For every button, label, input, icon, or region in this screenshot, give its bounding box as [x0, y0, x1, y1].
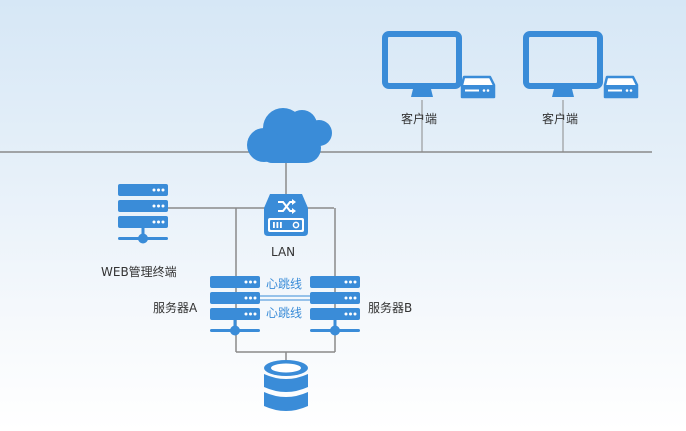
web-terminal-label: WEB管理终端 — [101, 265, 177, 279]
server-icon — [118, 184, 168, 244]
client-label: 客户端 — [542, 112, 579, 126]
server-icon — [210, 276, 260, 336]
monitor-icon — [385, 34, 459, 97]
heartbeat-label: 心跳线 — [266, 306, 303, 320]
server-a-label: 服务器A — [153, 301, 198, 315]
heartbeat-line — [260, 295, 312, 301]
client-label: 客户端 — [401, 112, 438, 126]
heartbeat-label: 心跳线 — [266, 277, 303, 291]
device-icon — [460, 75, 496, 99]
monitor-icon — [526, 34, 600, 97]
device-icon — [603, 75, 639, 99]
switch-icon — [264, 194, 308, 236]
server-b-label: 服务器B — [368, 301, 413, 315]
lan-label: LAN — [271, 245, 296, 259]
cloud-icon — [247, 108, 332, 163]
database-icon — [264, 360, 308, 411]
